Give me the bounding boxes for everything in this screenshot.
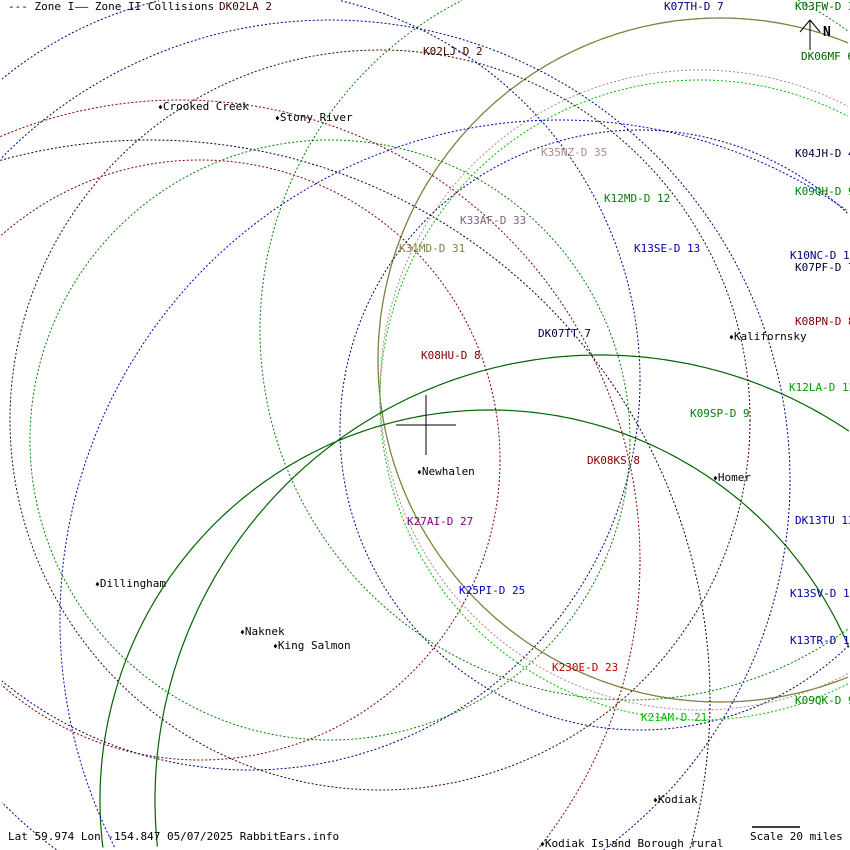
city-label: ♦Naknek	[240, 626, 285, 638]
city-marker-icon: ♦	[240, 628, 245, 637]
station-label[interactable]: K03FW-D 3	[795, 0, 850, 13]
city-label: ♦Kodiak Island Borough rural	[540, 838, 724, 850]
north-arrow-icon	[799, 19, 821, 50]
city-marker-icon: ♦	[417, 468, 422, 477]
city-label: ♦Kalifornsky	[729, 331, 807, 343]
station-label[interactable]: K27AI-D 27	[407, 515, 474, 528]
station-label[interactable]: K12MD-D 12	[604, 192, 671, 205]
station-label[interactable]: K33AF-D 33	[460, 214, 527, 227]
contour-dk07tt	[0, 139, 711, 850]
city-name: Naknek	[244, 625, 285, 638]
station-label[interactable]: K25PI-D 25	[459, 584, 526, 597]
contour-k08hu	[0, 159, 501, 761]
city-marker-icon: ♦	[95, 580, 100, 589]
city-name: Kodiak Island Borough rural	[544, 837, 724, 850]
contour-k21am	[379, 79, 849, 721]
station-label[interactable]: K31MD-D 31	[399, 242, 466, 255]
contour-k09qh	[99, 409, 850, 848]
contour-k13se	[1, 0, 641, 771]
city-name: Dillingham	[99, 577, 167, 590]
station-label[interactable]: DK08KS 8	[587, 454, 640, 467]
station-label[interactable]: K230E-D 23	[552, 661, 619, 674]
station-label[interactable]: K04JH-D 4	[795, 147, 850, 160]
station-label[interactable]: K08PN-D 8	[795, 315, 850, 328]
footer-scale: Scale 20 miles	[750, 830, 843, 843]
north-label: N	[823, 25, 831, 40]
legend-zone2: —— Zone II Collisions	[75, 0, 215, 13]
city-label: ♦Kodiak	[653, 794, 698, 806]
contour-k33af	[339, 129, 849, 731]
city-name: Newhalen	[421, 465, 475, 478]
station-label[interactable]: K07PF-D 7	[795, 261, 850, 274]
city-label: ♦Crooked Creek	[158, 101, 249, 113]
station-label[interactable]: K13SV-D 13	[790, 587, 850, 600]
legend-first-station: DK02LA 2	[219, 0, 272, 13]
city-marker-icon: ♦	[540, 840, 545, 849]
city-name: Homer	[717, 471, 751, 484]
station-label[interactable]: K09QK-D 9	[795, 694, 850, 707]
legend-zone1: --- Zone I	[8, 0, 75, 13]
city-marker-icon: ♦	[653, 796, 658, 805]
station-label[interactable]: K09SP-D 9	[690, 407, 750, 420]
city-label: ♦Homer	[713, 472, 751, 484]
city-name: Kodiak	[657, 793, 698, 806]
contour-k25pi	[59, 119, 848, 848]
station-label[interactable]: K35NZ-D 35	[541, 146, 608, 159]
station-label[interactable]: K21AM-D 21	[641, 711, 708, 724]
station-label[interactable]: K08HU-D 8	[421, 349, 481, 362]
contour-k09qk	[259, 0, 848, 701]
station-label[interactable]: K13SE-D 13	[634, 242, 701, 255]
city-label: ♦Stony River	[275, 112, 353, 124]
station-label[interactable]: K12LA-D 12	[789, 381, 850, 394]
station-label[interactable]: K10NC-D 10	[790, 249, 850, 262]
contour-k35nz	[379, 69, 849, 711]
station-label[interactable]: K07TH-D 7	[664, 0, 724, 13]
station-label[interactable]: DK06MF 6	[801, 50, 850, 63]
city-name: Crooked Creek	[162, 100, 249, 113]
city-label: ♦King Salmon	[273, 640, 351, 652]
city-name: King Salmon	[277, 639, 351, 652]
contour-k07th	[1, 19, 791, 850]
station-label[interactable]: K13TR-D 13	[790, 634, 850, 647]
footer-coords: Lat 59.974 Lon -154.847 05/07/2025 Rabbi…	[8, 830, 340, 843]
station-label[interactable]: DK07TT 7	[538, 327, 591, 340]
station-label[interactable]: K09QH-D 9	[795, 185, 850, 198]
contour-k31md	[377, 17, 849, 703]
city-marker-icon: ♦	[713, 474, 718, 483]
city-label: ♦Newhalen	[417, 466, 475, 478]
city-name: Kalifornsky	[733, 330, 807, 343]
station-label[interactable]: DK13TU 13	[795, 514, 850, 527]
city-marker-icon: ♦	[158, 103, 163, 112]
city-marker-icon: ♦	[729, 333, 734, 342]
station-label[interactable]: K02LJ-D 2	[423, 45, 483, 58]
city-marker-icon: ♦	[275, 114, 280, 123]
contour-k08pn	[0, 99, 641, 850]
contour-k02lj	[9, 49, 751, 791]
contour-k12la	[154, 354, 850, 847]
city-marker-icon: ♦	[273, 642, 278, 651]
city-label: ♦Dillingham	[95, 578, 166, 590]
city-name: Stony River	[279, 111, 353, 124]
